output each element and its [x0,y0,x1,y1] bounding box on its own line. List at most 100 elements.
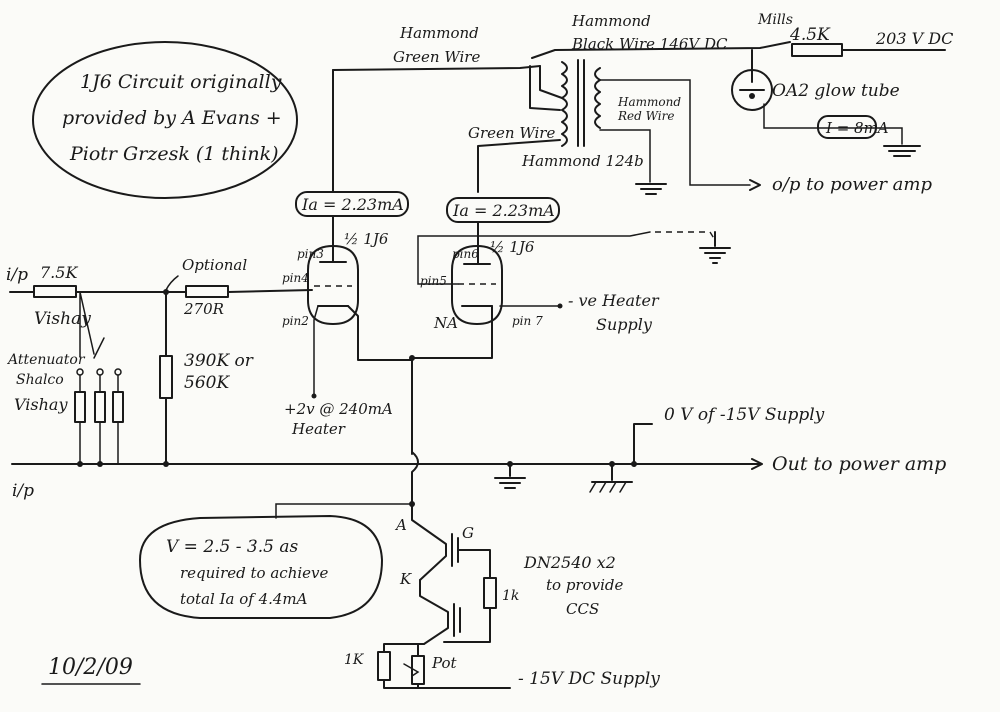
ia-left-label: Ia = 2.23mA [301,195,404,214]
attenuator-resistors [74,368,124,465]
resistor-390k [159,355,173,399]
heater-pos-label-2: Heater [291,420,346,438]
vishay-label: Vishay [34,309,91,329]
note-line-2: provided by A Evans + [62,107,282,129]
resistor-1k-low [377,651,391,681]
r-low-label: 1K [344,652,365,668]
note-line-1: 1J6 Circuit originally [80,71,282,93]
pin4-label: pin4 [282,271,309,285]
optional-pointer [165,275,179,291]
wire-right-plate [477,139,561,193]
ground-symbol-transformer [635,183,667,195]
r-grid-label-1: 390K or [184,351,254,371]
pot-label: Pot [431,654,458,672]
optional-label: Optional [182,256,247,274]
attenuator-label-3: Vishay [14,395,68,414]
ia-left-box [295,191,409,217]
ground-symbol-grid [699,247,731,264]
wire-black-top [531,41,791,59]
wire-red [599,129,651,183]
wire-heater-pos [313,305,319,397]
wire-gate-bottom [443,607,491,643]
voltage-203v-label: 203 V DC [875,29,953,48]
red-wire-label-1: Hammond [617,95,681,109]
oa2-glow-tube [731,69,773,111]
current-8ma-box [817,115,877,139]
transformer-symbol [529,59,601,147]
green-wire-top-label-1: Hammond [399,24,479,42]
red-wire-label-2: Red Wire [617,109,674,123]
wire-left-cathode [347,305,413,455]
arrow-op [749,179,761,191]
black-wire-label-1: Hammond [571,12,651,30]
ip-bottom-label: i/p [12,481,34,501]
wire-note-to-a [275,503,413,519]
mills-label: Mills [757,12,793,28]
wire-gate [457,549,491,579]
hammond-124b-label: Hammond 124b [521,152,644,170]
attenuator-switch [79,291,105,359]
pin3-label: pin3 [297,247,324,261]
resistor-1k-gate [483,577,497,609]
heater-pos-node [311,393,317,399]
note-ellipse [32,41,298,199]
green-wire-left-label: Green Wire [468,124,555,142]
node-g-label: G [462,524,474,542]
resistor-7k5 [33,285,77,298]
mosfet-lower [419,579,461,645]
rail-node-3 [163,461,169,467]
ccs-v-label-3: total Ia of 4.4mA [180,590,308,608]
dn2540-label-2: to provide [546,576,624,594]
dn2540-label-3: CCS [566,600,599,618]
wire-output-op [599,79,751,186]
heater-neg-label-2: Supply [596,315,653,334]
half-1j6-right-label: ½ 1J6 [490,238,535,256]
glow-tube-label: OA2 glow tube [772,81,900,101]
op-power-amp-label: o/p to power amp [772,174,932,195]
r-grid-label-2: 560K [184,373,230,393]
attenuator-label-1: Attenuator [6,352,86,368]
heater-pos-label-1: +2v @ 240mA [284,400,393,418]
wire-glow-ground [763,103,903,145]
wire-to-left-plate [332,65,541,71]
r-in-label: 7.5K [40,263,78,282]
attenuator-label-2: Shalco [16,372,64,388]
ccs-v-label-2: required to achieve [180,564,329,582]
zero-v-label: 0 V of -15V Supply [664,405,825,425]
wire-neg-15v [383,679,511,689]
resistor-270r [185,285,229,298]
wire-pot-left [383,643,425,653]
rail-node-1 [77,461,83,467]
pin6-label: pin6 [452,247,479,261]
pin7-label: pin 7 [512,314,543,328]
wire-right-grid [417,231,651,285]
wire-right-cathode [411,305,493,359]
arrow-out [751,458,763,470]
green-wire-top-label-2: Green Wire [393,48,480,66]
node-k-label: K [399,570,412,588]
current-8ma-label: I = 8mA [825,119,889,137]
pin2-label: pin2 [282,314,309,328]
date-label: 10/2/09 [48,655,133,680]
pin5-label: pin5 [420,274,447,288]
ground-symbol-supply [883,145,921,157]
rail-node-2 [97,461,103,467]
ia-right-label: Ia = 2.23mA [452,201,555,220]
ccs-v-label-1: V = 2.5 - 3.5 as [166,537,298,557]
half-1j6-left-label: ½ 1J6 [344,230,389,248]
wire-right-grid-dashed [655,231,716,241]
dn2540-label-1: DN2540 x2 [523,553,616,572]
ip-top-label: i/p [6,265,28,285]
note-line-3: Piotr Grzesk (1 think) [69,143,279,165]
neg-15v-label: - 15V DC Supply [518,669,660,689]
wire-grid-left [227,289,313,293]
r-gate-label: 1k [502,588,519,604]
ground-symbol-rail [494,463,526,489]
heater-neg-label-1: - ve Heater [568,291,660,310]
node-a-label: A [394,516,407,534]
wire-cathode-crossover [411,451,419,505]
heater-neg-node [557,303,563,309]
r-opt-label: 270R [183,300,224,318]
ia-right-box [446,197,560,223]
